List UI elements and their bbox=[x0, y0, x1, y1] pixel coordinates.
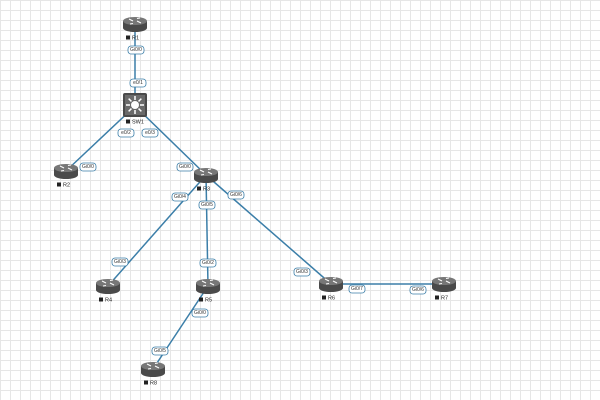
link-R3-R6[interactable] bbox=[205, 174, 332, 285]
switch-sw1[interactable]: SW1 bbox=[123, 93, 147, 126]
router-r8[interactable]: R8 bbox=[141, 362, 165, 387]
node-label: R1 bbox=[126, 35, 139, 42]
node-name: R2 bbox=[63, 183, 70, 189]
port-label: Gi0/0 bbox=[127, 45, 145, 55]
node-label: SW1 bbox=[126, 119, 144, 126]
port-label: Gi0/5 bbox=[151, 346, 169, 356]
router-icon bbox=[194, 168, 218, 183]
router-icon bbox=[123, 17, 147, 32]
node-name: SW1 bbox=[132, 120, 144, 126]
router-r4[interactable]: R4 bbox=[96, 279, 120, 304]
router-icon bbox=[432, 277, 456, 292]
port-name: Gi0/2 bbox=[202, 260, 214, 266]
port-label: Gi0/4 bbox=[171, 192, 189, 202]
port-name: Gi0/5 bbox=[201, 202, 213, 208]
router-r6[interactable]: R6 bbox=[319, 277, 343, 302]
node-label: R5 bbox=[199, 297, 212, 304]
node-name: R8 bbox=[150, 381, 157, 387]
router-r7[interactable]: R7 bbox=[432, 277, 456, 302]
router-icon bbox=[319, 277, 343, 292]
port-label: Gi0/6 bbox=[227, 190, 245, 200]
router-icon bbox=[54, 164, 78, 179]
port-name: Gi0/0 bbox=[130, 47, 142, 53]
port-name: Gi0/6 bbox=[230, 192, 242, 198]
port-label: Gi0/7 bbox=[348, 284, 366, 294]
node-label: R7 bbox=[435, 295, 448, 302]
node-name: R5 bbox=[205, 298, 212, 304]
link-R3-R5[interactable] bbox=[205, 174, 209, 287]
port-label: Gi0/6 bbox=[409, 285, 427, 295]
port-name: Gi0/4 bbox=[174, 194, 186, 200]
port-label: Gi0/3 bbox=[293, 267, 311, 277]
node-name: R4 bbox=[105, 298, 112, 304]
port-label: Gi0/2 bbox=[199, 258, 217, 268]
node-label: R6 bbox=[322, 295, 335, 302]
port-name: Gi0/3 bbox=[114, 259, 126, 265]
port-label: Gi0/0 bbox=[79, 162, 97, 172]
switch-icon bbox=[123, 93, 147, 117]
node-name: R3 bbox=[203, 187, 210, 193]
port-label: Gi0/0 bbox=[191, 308, 209, 318]
node-name: R1 bbox=[132, 36, 139, 42]
router-r2[interactable]: R2 bbox=[54, 164, 78, 189]
router-icon bbox=[141, 362, 165, 377]
port-label: e0/2 bbox=[117, 128, 135, 138]
port-name: Gi0/0 bbox=[179, 164, 191, 170]
node-label: R4 bbox=[99, 297, 112, 304]
link-SW1-R2[interactable] bbox=[65, 105, 136, 172]
port-name: Gi0/3 bbox=[296, 269, 308, 275]
port-name: Gi0/0 bbox=[82, 164, 94, 170]
router-icon bbox=[196, 279, 220, 294]
port-name: e0/3 bbox=[145, 130, 155, 136]
port-name: e0/1 bbox=[133, 80, 143, 86]
router-r5[interactable]: R5 bbox=[196, 279, 220, 304]
port-label: Gi0/0 bbox=[176, 162, 194, 172]
port-label: e0/1 bbox=[129, 78, 147, 88]
router-r3[interactable]: R3 bbox=[194, 168, 218, 193]
router-icon bbox=[96, 279, 120, 294]
port-label: Gi0/3 bbox=[111, 257, 129, 267]
port-label: e0/3 bbox=[141, 128, 159, 138]
port-name: e0/2 bbox=[121, 130, 131, 136]
node-label: R8 bbox=[144, 380, 157, 387]
node-name: R7 bbox=[441, 296, 448, 302]
router-r1[interactable]: R1 bbox=[123, 17, 147, 42]
node-name: R6 bbox=[328, 296, 335, 302]
node-label: R2 bbox=[57, 182, 70, 189]
port-name: Gi0/5 bbox=[154, 348, 166, 354]
link-SW1-R3[interactable] bbox=[134, 105, 207, 176]
node-label: R3 bbox=[197, 186, 210, 193]
port-name: Gi0/0 bbox=[194, 310, 206, 316]
port-label: Gi0/5 bbox=[198, 200, 216, 210]
port-name: Gi0/7 bbox=[351, 286, 363, 292]
port-name: Gi0/6 bbox=[412, 287, 424, 293]
link-R3-R4[interactable] bbox=[107, 174, 207, 287]
